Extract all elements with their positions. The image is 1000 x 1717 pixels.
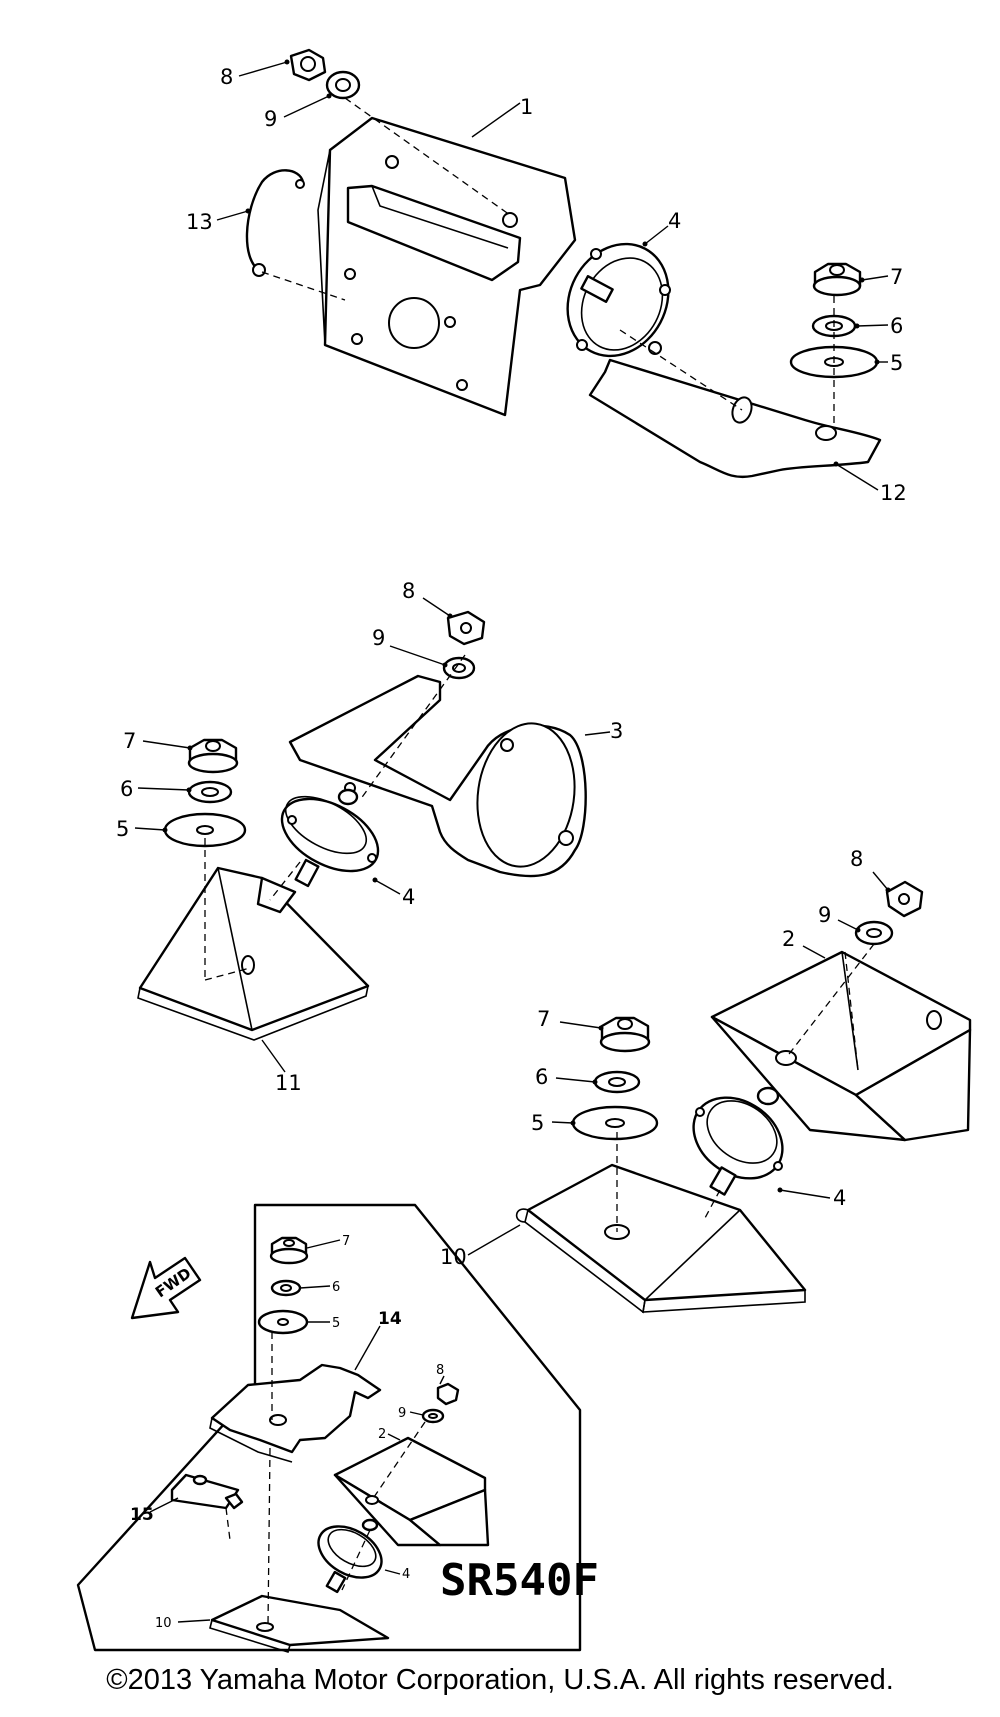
bracket-2-inset — [333, 1436, 490, 1547]
callout-right-5: 5 — [531, 1111, 544, 1135]
bracket-3 — [288, 674, 587, 878]
nut-7-right — [599, 1016, 651, 1053]
washer-9-top — [325, 70, 361, 100]
bracket-14 — [209, 1363, 382, 1463]
callout-inset-7: 7 — [342, 1234, 350, 1249]
callout-inset-10: 10 — [155, 1616, 172, 1631]
sr540f-inset: FWD — [76, 1203, 599, 1654]
callout-right-6: 6 — [535, 1065, 548, 1089]
callout-middle-6: 6 — [120, 777, 133, 801]
callout-top-12: 12 — [880, 481, 907, 505]
washer-5-right — [571, 1105, 659, 1141]
washer-6-right — [593, 1070, 641, 1094]
callout-inset-14: 14 — [378, 1309, 402, 1329]
callout-middle-11: 11 — [275, 1071, 302, 1095]
callout-top-7: 7 — [890, 265, 903, 289]
washer-6-inset — [270, 1279, 302, 1297]
callout-middle-7: 7 — [123, 729, 136, 753]
bracket-1 — [317, 116, 577, 417]
nut-7-inset — [269, 1236, 309, 1265]
callout-inset-4: 4 — [402, 1567, 410, 1582]
callout-right-9: 9 — [818, 903, 831, 927]
washer-5-middle — [163, 812, 247, 848]
callout-right-4: 4 — [833, 1186, 846, 1210]
stopper-15 — [170, 1473, 244, 1510]
callout-middle-8: 8 — [402, 579, 415, 603]
callout-inset-5: 5 — [332, 1316, 340, 1331]
washer-9-middle — [442, 656, 476, 680]
callout-inset-6: 6 — [332, 1280, 340, 1295]
nut-8-top — [289, 48, 327, 82]
callout-inset-8: 8 — [436, 1363, 444, 1378]
nut-7-top — [812, 262, 862, 297]
callout-middle-4: 4 — [402, 885, 415, 909]
callout-inset-9: 9 — [398, 1406, 406, 1421]
damper-4-middle — [280, 788, 380, 888]
damper-4-top — [566, 242, 671, 358]
callout-right-8: 8 — [850, 847, 863, 871]
callout-inset-2: 2 — [378, 1427, 386, 1442]
exploded-parts-diagram: 8 9 1 13 4 7 6 5 12 — [76, 48, 972, 1654]
washer-6-middle — [187, 780, 233, 804]
middle-assembly: 8 9 3 7 6 5 4 11 — [116, 579, 623, 1095]
fwd-arrow: FWD — [130, 1256, 202, 1320]
callout-top-6: 6 — [890, 314, 903, 338]
circlip-13 — [245, 169, 305, 277]
nut-8-inset — [436, 1382, 460, 1406]
bracket-10-inset — [209, 1594, 390, 1654]
washer-5-inset — [257, 1309, 309, 1335]
callout-top-8: 8 — [220, 65, 233, 89]
callout-middle-5: 5 — [116, 817, 129, 841]
callout-top-1: 1 — [520, 95, 533, 119]
right-assembly: 8 9 2 7 6 5 4 10 — [440, 847, 972, 1314]
bracket-2 — [710, 950, 972, 1142]
callout-top-9: 9 — [264, 107, 277, 131]
nut-8-right — [885, 880, 924, 918]
copyright-notice: ©2013 Yamaha Motor Corporation, U.S.A. A… — [106, 1664, 894, 1696]
bracket-10 — [515, 1163, 807, 1314]
nut-7-middle — [187, 738, 239, 774]
callout-right-7: 7 — [537, 1007, 550, 1031]
callout-top-4: 4 — [668, 209, 681, 233]
bracket-12 — [588, 358, 882, 479]
model-label: SR540F — [440, 1555, 599, 1606]
callout-middle-9: 9 — [372, 626, 385, 650]
washer-9-inset — [421, 1408, 445, 1424]
washer-9-right — [854, 920, 894, 946]
callout-top-13: 13 — [186, 210, 213, 234]
callout-right-2: 2 — [782, 927, 795, 951]
callout-inset-15: 15 — [130, 1505, 154, 1525]
top-assembly: 8 9 1 13 4 7 6 5 12 — [186, 48, 907, 505]
nut-8-middle — [446, 610, 486, 646]
damper-4-right — [692, 1086, 784, 1196]
callout-top-5: 5 — [890, 351, 903, 375]
callout-middle-3: 3 — [610, 719, 623, 743]
damper-4-inset — [317, 1518, 383, 1594]
bracket-11 — [137, 866, 370, 1041]
